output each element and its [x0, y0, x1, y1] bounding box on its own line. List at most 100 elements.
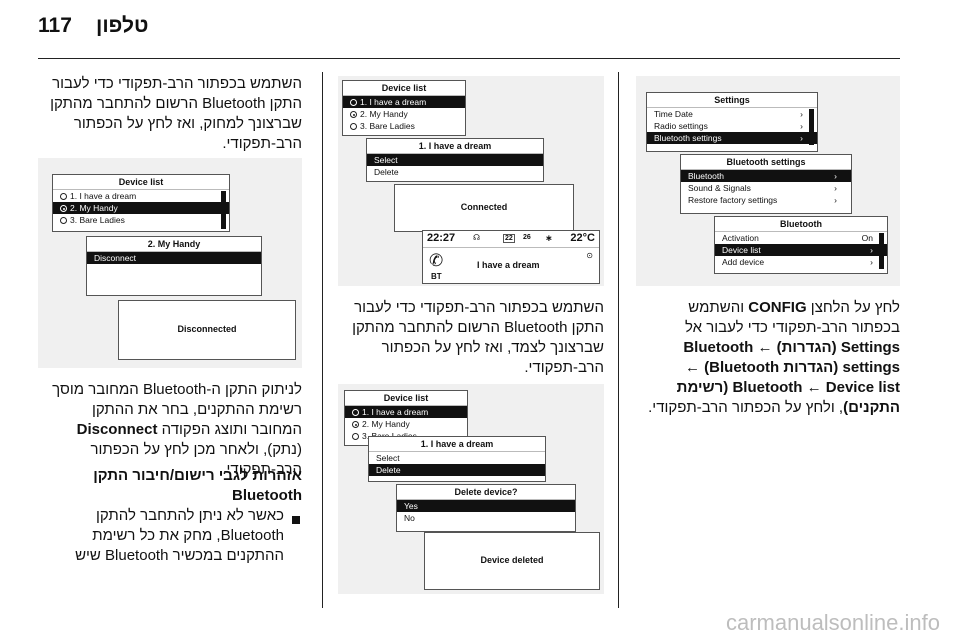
column-divider-right: [618, 72, 619, 608]
radio-icon: [352, 409, 359, 416]
settings-dot-icon: ⊙: [586, 251, 593, 260]
chevron-right-icon: ›: [834, 195, 837, 205]
device-list-title: Device list: [53, 175, 229, 190]
deleted-message: Device deleted: [480, 555, 544, 565]
mini-indicator: 26: [523, 234, 531, 241]
list-item[interactable]: 3. Bare Ladies: [343, 120, 465, 132]
list-item-selected[interactable]: 2. My Handy: [53, 202, 229, 214]
phone-icon: ✆: [429, 251, 444, 270]
list-item-selected[interactable]: 1. I have a dream: [343, 96, 465, 108]
connected-screen: Connected: [394, 184, 574, 232]
no-option[interactable]: No: [404, 513, 415, 523]
connected-message: Connected: [460, 202, 508, 212]
menu-item[interactable]: Sound & Signals›: [688, 183, 837, 193]
warning-heading: אזהרות לגבי רישום/חיבור התקן Bluetooth: [93, 467, 302, 504]
radio-selected-icon: [350, 111, 357, 118]
bluetooth-title: Bluetooth: [715, 217, 887, 232]
device-list-title: Device list: [345, 391, 467, 406]
radio-selected-icon: [352, 421, 359, 428]
menu-item-selected[interactable]: Delete: [369, 464, 545, 476]
list-item[interactable]: 2. My Handy: [343, 108, 465, 120]
chevron-right-icon: ›: [800, 133, 803, 143]
list-item[interactable]: 3. Bare Ladies: [53, 214, 229, 226]
disconnected-message: Disconnected: [177, 324, 237, 334]
bullet-icon: [292, 511, 300, 529]
activation-value: On: [861, 233, 873, 243]
scrollbar[interactable]: [221, 191, 226, 229]
menu-item[interactable]: Restore factory settings›: [688, 195, 837, 205]
mini-indicator: 22: [503, 234, 515, 243]
device-list-screen: Device list 1. I have a dream 2. My Hand…: [52, 174, 230, 232]
chevron-right-icon: ›: [870, 245, 873, 255]
right-column-text: לחץ על הלחצן CONFIG והשתמש בכפתור הרב-תפ…: [648, 299, 900, 416]
deleted-screen: Device deleted: [424, 532, 600, 590]
menu-item[interactable]: Radio settings›: [654, 121, 803, 131]
page-title: טלפון: [96, 14, 149, 37]
middle-column-text: השתמש בכפתור הרב-תפקודי כדי לעבור התקן B…: [352, 299, 604, 376]
radio-icon: [60, 217, 67, 224]
connect-illustration: Device list 1. I have a dream 2. My Hand…: [338, 76, 604, 286]
delete-illustration: Device list 1. I have a dream 2. My Hand…: [338, 384, 604, 594]
delete-dialog: Delete device? Yes No: [396, 484, 576, 532]
yes-option[interactable]: Yes: [397, 500, 575, 512]
chevron-right-icon: ›: [800, 109, 803, 119]
device-menu-title: 2. My Handy: [87, 237, 261, 252]
list-item[interactable]: 1. I have a dream: [53, 190, 229, 202]
device-list-screen: Device list 1. I have a dream 2. My Hand…: [342, 80, 466, 136]
bt-label: BT: [431, 272, 442, 281]
device-menu-screen: 1. I have a dream Select Delete: [368, 436, 546, 482]
settings-illustration: Settings Time Date› Radio settings› Blue…: [636, 76, 900, 286]
list-item-selected[interactable]: 1. I have a dream: [345, 406, 467, 418]
device-list-title: Device list: [343, 81, 465, 96]
clock: 22:27: [427, 232, 456, 244]
device-menu-title: 1. I have a dream: [369, 437, 545, 452]
disconnect-illustration: Device list 1. I have a dream 2. My Hand…: [38, 158, 302, 368]
track-name: I have a dream: [477, 260, 540, 270]
status-screen: 22:27 ☊ 22 26 ∗ 22°C ✆ BT I have a dream…: [422, 230, 600, 284]
headset-icon: ☊: [473, 233, 481, 242]
menu-item[interactable]: Select: [376, 453, 400, 463]
call-area: ✆ BT I have a dream ⊙: [423, 247, 599, 284]
menu-item-selected[interactable]: Bluetooth›: [681, 170, 851, 182]
delete-dialog-title: Delete device?: [397, 485, 575, 500]
menu-item-selected[interactable]: Bluetooth settings›: [647, 132, 817, 144]
bluetooth-settings-screen: Bluetooth settings Bluetooth› Sound & Si…: [680, 154, 852, 214]
device-menu-screen: 2. My Handy Disconnect: [86, 236, 262, 296]
warning-bullet-text: כאשר לא ניתן להתחבר להתקן Bluetooth, מחק…: [75, 507, 284, 564]
menu-item[interactable]: Time Date›: [654, 109, 803, 119]
scrollbar[interactable]: [809, 109, 814, 145]
radio-icon: [60, 193, 67, 200]
menu-item-selected[interactable]: Device list›: [715, 244, 887, 256]
menu-item[interactable]: Delete: [374, 167, 399, 177]
watermark: carmanualsonline.info: [725, 610, 940, 635]
header-rule: [38, 58, 900, 59]
device-menu-title: 1. I have a dream: [367, 139, 543, 154]
status-bar: 22:27 ☊ 22 26 ∗ 22°C: [423, 231, 599, 247]
menu-item-selected[interactable]: Select: [367, 154, 543, 166]
menu-item[interactable]: Add device›: [722, 257, 873, 267]
device-menu-screen: 1. I have a dream Select Delete: [366, 138, 544, 182]
scrollbar[interactable]: [879, 233, 884, 269]
list-item[interactable]: 2. My Handy: [345, 418, 467, 430]
chevron-right-icon: ›: [800, 121, 803, 131]
page-number: 117: [38, 14, 72, 37]
disconnect-option[interactable]: Disconnect: [87, 252, 261, 264]
radio-selected-icon: [60, 205, 67, 212]
chevron-right-icon: ›: [834, 183, 837, 193]
settings-screen: Settings Time Date› Radio settings› Blue…: [646, 92, 818, 152]
chevron-right-icon: ›: [834, 171, 837, 181]
left-column-text-2: לניתוק התקן ה-Bluetooth המחובר מוסך רשימ…: [52, 381, 302, 478]
disconnected-screen: Disconnected: [118, 300, 296, 360]
radio-icon: [352, 433, 359, 440]
chevron-right-icon: ›: [870, 257, 873, 267]
temperature: 22°C: [570, 232, 595, 244]
radio-icon: [350, 99, 357, 106]
left-column-text-1: השתמש בכפתור הרב-תפקודי כדי לעבור התקן B…: [50, 75, 302, 152]
column-divider-left: [322, 72, 323, 608]
bt-settings-title: Bluetooth settings: [681, 155, 851, 170]
radio-icon: [350, 123, 357, 130]
settings-title: Settings: [647, 93, 817, 108]
bluetooth-icon: ∗: [545, 233, 553, 243]
